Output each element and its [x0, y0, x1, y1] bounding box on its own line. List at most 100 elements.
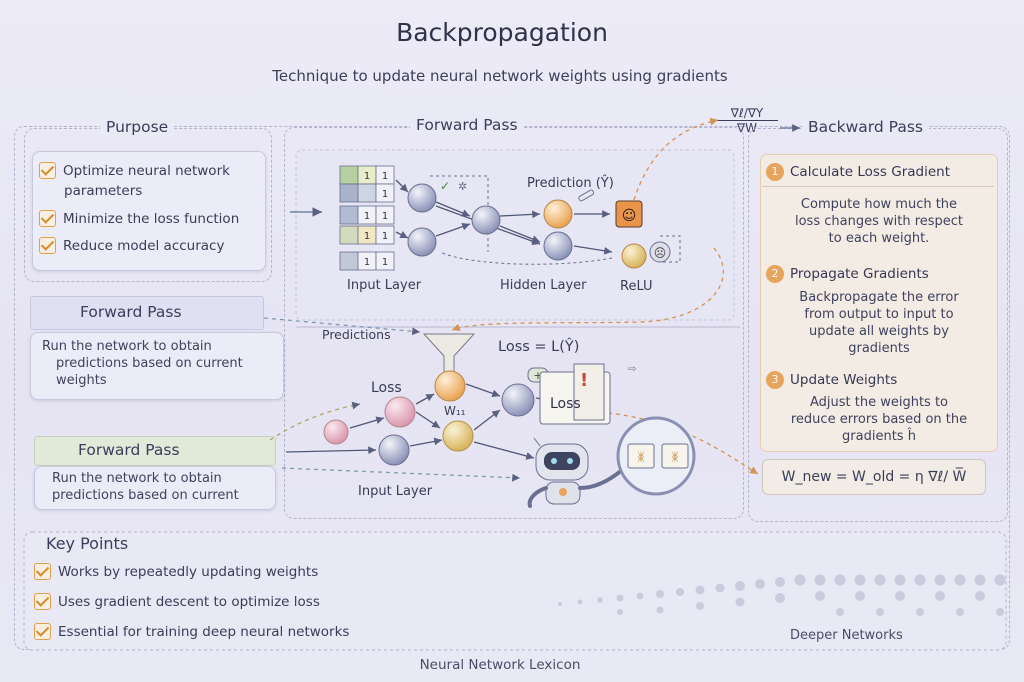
page-title: Backpropagation: [396, 18, 608, 47]
hidden-layer-label: Hidden Layer: [500, 278, 587, 293]
key-point-3: Essential for training deep neural netwo…: [34, 623, 349, 640]
edge: [465, 383, 501, 398]
gradient-numerator: ∇ℓ/∇Y: [716, 106, 778, 121]
forward-card-1-text: Run the network to obtain predictions ba…: [38, 338, 274, 389]
step-3-title: 3 Update Weights: [766, 371, 897, 389]
purpose-item-text: parameters: [64, 183, 143, 199]
footer-label: Neural Network Lexicon: [419, 657, 581, 673]
dot: [775, 593, 785, 603]
forward-card-1: Forward Pass Run the network to obtain p…: [30, 296, 284, 400]
dot-wave-decoration: [558, 574, 1006, 616]
sparkle-icon: ✲: [458, 180, 467, 193]
dot: [636, 592, 644, 600]
edge: [435, 201, 471, 217]
forward-pass-heading: Forward Pass: [410, 116, 524, 134]
grid-cell: [339, 183, 359, 203]
grid-cell: [339, 225, 359, 245]
dot: [815, 591, 825, 601]
key-point-2: Uses gradient descent to optimize loss: [34, 593, 320, 610]
orange-curve: [451, 247, 724, 332]
grid-value: 1: [382, 257, 388, 268]
to-formula-arrow: [599, 411, 759, 475]
robot-arm: [527, 486, 548, 508]
dot: [656, 590, 664, 598]
step-2-label: Propagate Gradients: [790, 266, 929, 282]
dot: [755, 579, 765, 589]
forward-card-2-text: Run the network to obtain predictions ba…: [42, 470, 270, 504]
edge: [395, 231, 409, 239]
dashed-return: [439, 251, 613, 265]
dot: [695, 585, 705, 595]
purpose-heading: Purpose: [100, 118, 175, 136]
check-icon: [39, 210, 56, 227]
purpose-item-3: Reduce model accuracy: [39, 237, 224, 254]
input-grid: [339, 165, 395, 271]
bottom-arrow: [281, 467, 521, 482]
purpose-item-2: Minimize the loss function: [39, 210, 239, 227]
deeper-networks-label: Deeper Networks: [790, 628, 903, 643]
dot: [735, 581, 745, 591]
output-node-yellow: [543, 199, 573, 229]
butterfly-icon: ᛤ: [637, 450, 644, 464]
relu-label: ReLU: [620, 279, 653, 294]
step-1-label: Calculate Loss Gradient: [790, 164, 951, 180]
check-icon: [39, 162, 56, 179]
magnifier-icon: ᛤ ᛤ: [616, 416, 696, 496]
dot: [974, 574, 986, 586]
grid-value: 1: [382, 171, 388, 182]
forward-card-1-heading: Forward Pass: [80, 303, 182, 321]
loss-arrow: [269, 401, 361, 441]
grid-cell: [339, 251, 359, 271]
loss-formula: Loss = L(Ŷ): [498, 339, 580, 355]
loss-node-label: Loss: [371, 380, 402, 396]
grid-cell: [375, 225, 395, 245]
robot-eye: [567, 458, 573, 464]
dot: [597, 597, 603, 603]
dot: [894, 574, 906, 586]
edge: [285, 446, 377, 455]
step-1-line: to each weight.: [828, 231, 930, 246]
step-3-label: Update Weights: [790, 372, 898, 388]
dot: [617, 609, 623, 615]
step-1-divider: [762, 186, 994, 187]
edge: [499, 210, 541, 219]
dot: [954, 574, 966, 586]
step-3-number: 3: [766, 371, 784, 389]
dot: [895, 591, 905, 601]
lower-node-blue: [378, 434, 410, 466]
step-1-line: Compute how much the: [800, 197, 958, 212]
edge: [395, 179, 409, 193]
robot-eye: [551, 458, 557, 464]
purpose-item-1b: parameters: [64, 183, 142, 199]
dot: [935, 591, 945, 601]
loss-document-icon: !: [539, 363, 611, 425]
check-icon: [34, 593, 51, 610]
input-layer-label: Input Layer: [347, 278, 422, 293]
dot: [616, 594, 624, 602]
purpose-item-1: Optimize neural network: [39, 162, 230, 179]
grid-cell: [375, 205, 395, 225]
step-2-line: Backpropagate the error: [799, 290, 959, 305]
exclamation-glyph: !: [580, 370, 588, 391]
dot: [775, 577, 785, 587]
grid-value: 1: [364, 231, 370, 242]
step-2-line: from output to input to: [804, 307, 954, 322]
check-mark-icon: ✓: [440, 179, 450, 193]
purpose-item-text: Minimize the loss function: [63, 210, 240, 227]
input-node: [407, 227, 437, 257]
dot: [735, 597, 745, 607]
check-icon: [34, 623, 51, 640]
step-2-line: gradients: [848, 341, 910, 356]
step-2-line: update all weights by: [809, 324, 949, 339]
relu-node: [621, 243, 647, 269]
robot-arm: [578, 468, 624, 490]
edge: [435, 222, 471, 237]
loss-document-label: Loss: [550, 396, 581, 412]
loss-document-back: [573, 363, 605, 421]
dot: [876, 608, 884, 616]
page-subtitle: Technique to update neural network weigh…: [272, 67, 728, 85]
dashed-feedback: [660, 235, 681, 263]
backward-steps-card: [760, 154, 998, 452]
